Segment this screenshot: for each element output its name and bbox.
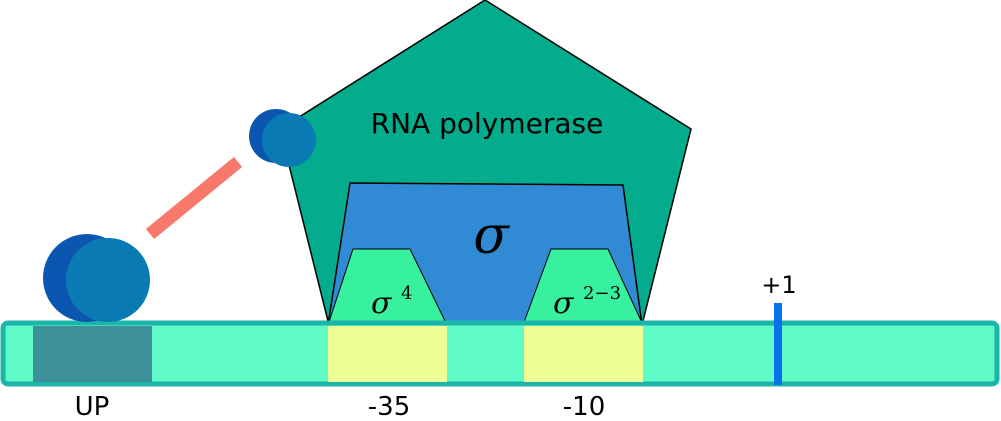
tss-mark (774, 303, 782, 385)
up-label: UP (75, 392, 110, 421)
sigma23-base: σ (553, 286, 575, 321)
up-element-box (33, 326, 152, 382)
sigma-label: σ (473, 206, 510, 266)
alpha-ctd-bound-front (66, 238, 150, 322)
polymerase-label: RNA polymerase (371, 107, 604, 140)
minus10-label: -10 (563, 392, 605, 421)
minus35-box (328, 326, 447, 382)
sigma4-base: σ (371, 286, 393, 321)
sigma4-superscript: 4 (401, 283, 412, 304)
tss-label: +1 (761, 271, 796, 299)
alpha-ctd-small-front (262, 113, 316, 167)
sigma23-label: σ 2−3 (553, 283, 621, 321)
alpha-linker (145, 156, 243, 240)
sigma23-superscript: 2−3 (583, 283, 621, 304)
minus35-label: -35 (368, 392, 410, 421)
dna-strand (0, 320, 1000, 387)
minus10-box (524, 326, 643, 382)
sigma4-label: σ 4 (371, 283, 412, 321)
